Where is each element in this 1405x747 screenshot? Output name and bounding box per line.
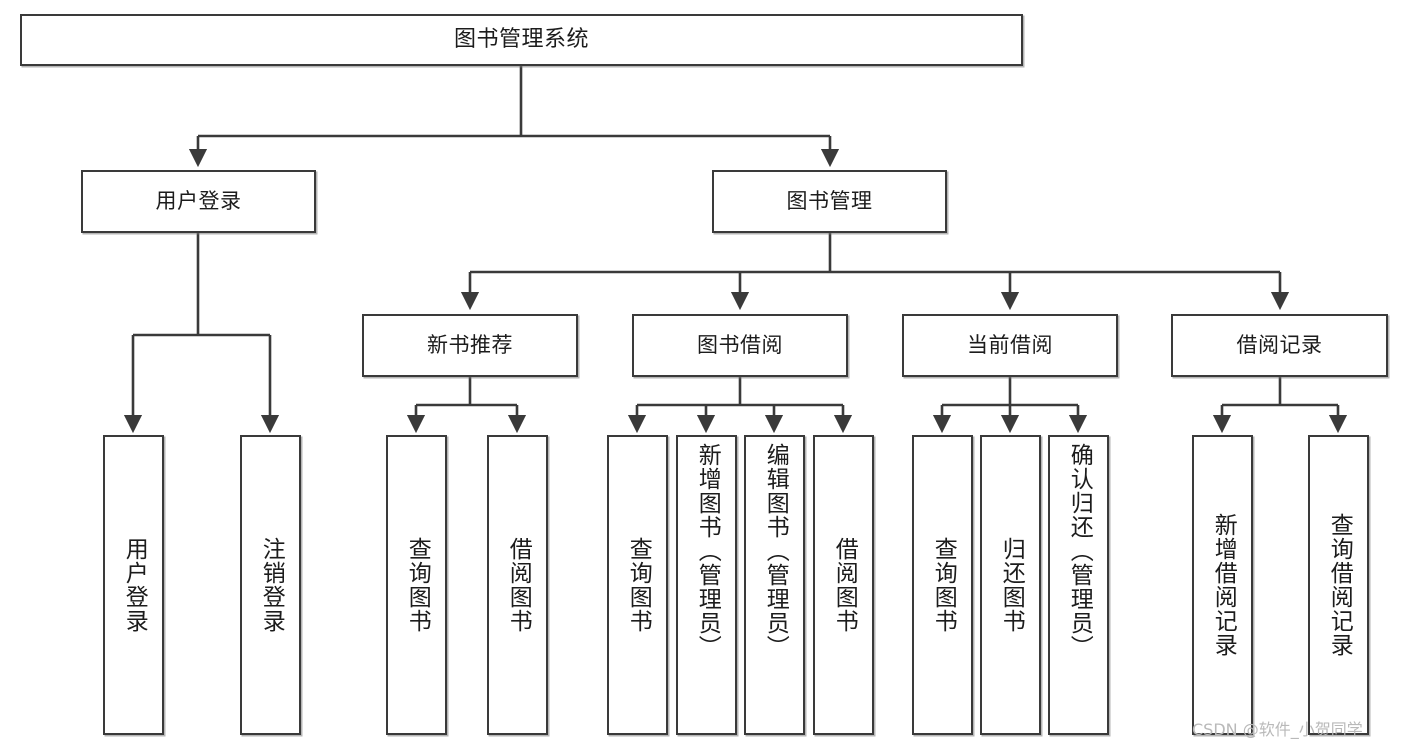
node-label: 查询借阅记录 <box>1326 513 1353 657</box>
node-label: 归还图书 <box>998 537 1025 633</box>
node-borrow-record[interactable]: 借阅记录 <box>1171 314 1388 377</box>
node-label: 图书管理 <box>786 189 873 214</box>
csdn-watermark: CSDN @软件_小贺同学 <box>1192 720 1363 739</box>
node-root-system[interactable]: 图书管理系统 <box>20 14 1023 66</box>
node-label: 编辑图书（管理员） <box>762 443 789 659</box>
node-new-book-recommend[interactable]: 新书推荐 <box>362 314 578 377</box>
leaf-user-login-login[interactable]: 用户登录 <box>103 435 164 735</box>
node-label: 注销登录 <box>258 537 285 633</box>
node-label: 借阅图书 <box>831 537 858 633</box>
node-label: 借阅记录 <box>1236 333 1323 358</box>
node-label: 新书推荐 <box>427 333 513 358</box>
node-label: 用户登录 <box>155 189 242 214</box>
node-book-borrow[interactable]: 图书借阅 <box>632 314 848 377</box>
node-label: 借阅图书 <box>505 537 532 633</box>
node-book-management[interactable]: 图书管理 <box>712 170 947 233</box>
node-label: 查询图书 <box>625 537 652 633</box>
leaf-borrow-record-query-record[interactable]: 查询借阅记录 <box>1308 435 1369 735</box>
leaf-book-borrow-add-book-admin[interactable]: 新增图书（管理员） <box>676 435 737 735</box>
node-label: 确认归还（管理员） <box>1066 443 1093 659</box>
node-label: 新增借阅记录 <box>1210 513 1237 657</box>
leaf-current-borrow-query-book[interactable]: 查询图书 <box>912 435 973 735</box>
leaf-book-borrow-query-book[interactable]: 查询图书 <box>607 435 668 735</box>
node-label: 查询图书 <box>930 537 957 633</box>
leaf-user-login-logout[interactable]: 注销登录 <box>240 435 301 735</box>
leaf-new-book-query-book[interactable]: 查询图书 <box>386 435 447 735</box>
leaf-book-borrow-edit-book-admin[interactable]: 编辑图书（管理员） <box>744 435 805 735</box>
leaf-book-borrow-borrow-book[interactable]: 借阅图书 <box>813 435 874 735</box>
leaf-current-borrow-confirm-return-admin[interactable]: 确认归还（管理员） <box>1048 435 1109 735</box>
node-label: 用户登录 <box>121 537 148 633</box>
node-label: 图书借阅 <box>697 333 783 358</box>
node-user-login[interactable]: 用户登录 <box>81 170 316 233</box>
node-label: 图书管理系统 <box>453 27 589 53</box>
node-label: 新增图书（管理员） <box>694 443 721 659</box>
leaf-new-book-borrow-book[interactable]: 借阅图书 <box>487 435 548 735</box>
node-current-borrow[interactable]: 当前借阅 <box>902 314 1118 377</box>
leaf-current-borrow-return-book[interactable]: 归还图书 <box>980 435 1041 735</box>
node-label: 当前借阅 <box>967 333 1053 358</box>
leaf-borrow-record-add-record[interactable]: 新增借阅记录 <box>1192 435 1253 735</box>
node-label: 查询图书 <box>404 537 431 633</box>
